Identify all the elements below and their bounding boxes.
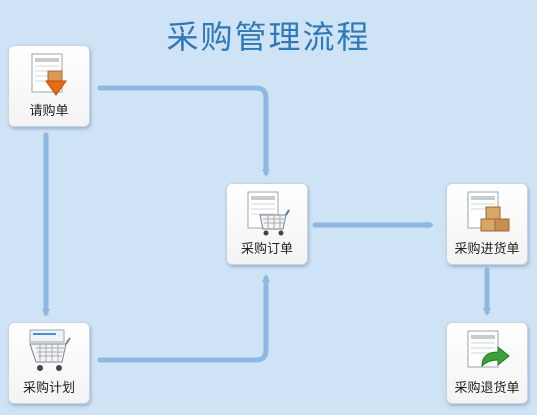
node-label: 采购订单 [240,242,293,257]
node-label: 采购进货单 [454,242,520,257]
node-label: 采购计划 [22,381,75,396]
node-label: 采购退货单 [454,381,520,396]
node-purchase-receipt[interactable]: 采购进货单 [446,183,528,265]
arrow-request-to-order [97,85,270,177]
node-purchase-plan[interactable]: 采购计划 [8,322,90,404]
shopping-cart-icon [29,329,71,371]
document-download-icon [31,53,67,96]
node-label: 请购单 [29,104,69,119]
document-cart-icon [247,191,290,236]
node-purchase-return[interactable]: 采购退货单 [446,322,528,404]
node-purchase-order[interactable]: 采购订单 [226,183,308,265]
page-title: 采购管理流程 [166,18,371,56]
arrow-plan-to-order [97,274,270,363]
document-return-icon [467,330,510,368]
node-purchase-request[interactable]: 请购单 [8,45,90,127]
document-boxes-icon [467,191,510,232]
